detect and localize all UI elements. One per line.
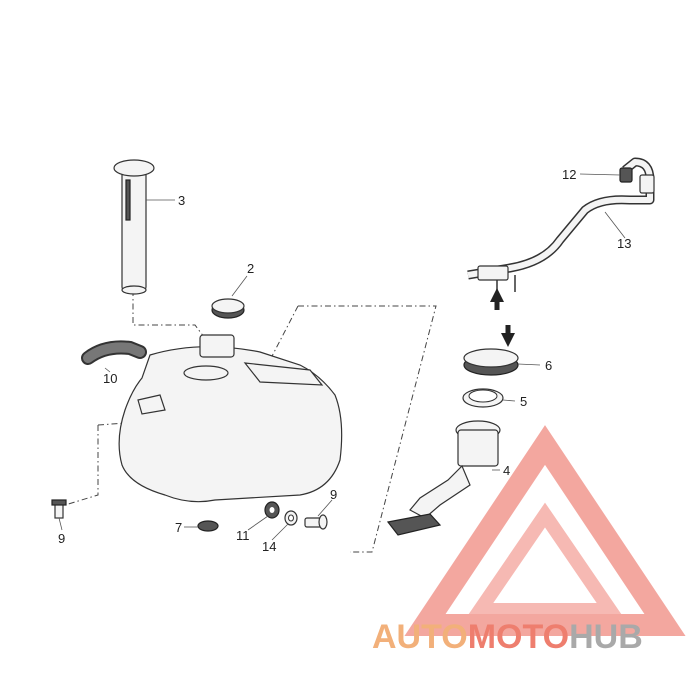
callout-labels: 2 3 10 9 7 11 14 9 12 13 6 5 4 — [58, 167, 631, 554]
breather-hose — [81, 340, 147, 365]
fuel-tank-body — [118, 334, 343, 503]
svg-text:AUTOMOTOHUB: AUTOMOTOHUB — [372, 618, 643, 656]
watermark-auto: AUTO — [372, 618, 468, 656]
assembly-arrows — [490, 288, 515, 347]
watermark-hub: HUB — [569, 618, 643, 656]
filler-neck-ring — [211, 298, 245, 319]
callout-3: 3 — [178, 193, 185, 208]
callout-6: 6 — [545, 358, 552, 373]
pump-gasket — [462, 388, 504, 408]
lock-ring — [463, 348, 519, 376]
callout-4: 4 — [503, 463, 510, 478]
fuel-pump-assembly — [386, 420, 501, 536]
callout-12: 12 — [562, 167, 576, 182]
callout-7: 7 — [175, 520, 182, 535]
callout-14: 14 — [262, 539, 276, 554]
callout-9-right: 9 — [330, 487, 337, 502]
bolt-right — [304, 514, 328, 530]
callout-10: 10 — [103, 371, 117, 386]
fuel-line-pipe — [467, 157, 655, 295]
watermark-text: AUTOMOTOHUB — [372, 618, 643, 656]
washer-14 — [284, 510, 298, 526]
callout-2: 2 — [247, 261, 254, 276]
callout-9-left: 9 — [58, 531, 65, 546]
fuel-gauge-sender — [113, 159, 155, 295]
bolt-left — [51, 499, 67, 519]
washer-11 — [264, 501, 280, 519]
leader-lines — [58, 173, 626, 541]
watermark-logo — [404, 425, 686, 636]
callout-11: 11 — [236, 528, 250, 543]
callout-5: 5 — [520, 394, 527, 409]
callout-13: 13 — [617, 236, 631, 251]
grommet — [197, 520, 219, 532]
watermark-moto: MOTO — [468, 618, 569, 656]
